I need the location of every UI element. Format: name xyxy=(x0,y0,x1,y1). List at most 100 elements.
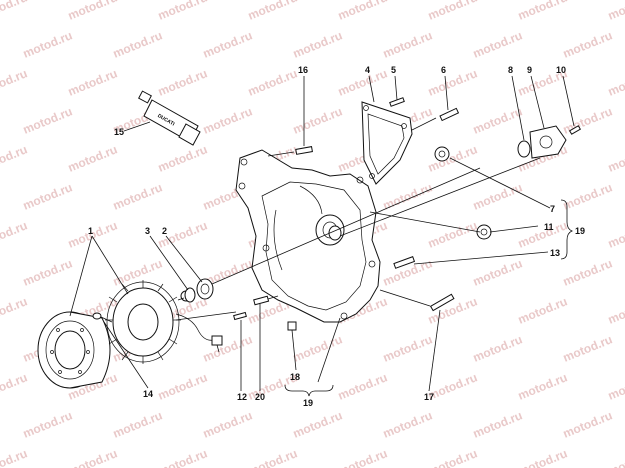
callout-8: 8 xyxy=(508,65,513,75)
watermark-text: motod.ru xyxy=(0,218,29,250)
watermark-text: motod.ru xyxy=(66,66,119,98)
watermark-text: motod.ru xyxy=(336,446,389,468)
watermark-text: motod.ru xyxy=(471,408,524,440)
watermark-text: motod.ru xyxy=(426,0,479,23)
watermark-text: motod.ru xyxy=(156,0,209,23)
watermark-text: motod.ru xyxy=(246,0,299,23)
watermark-text: motod.ru xyxy=(0,370,29,402)
watermark-text: motod.ru xyxy=(21,104,74,136)
watermark-text: motod.ru xyxy=(111,256,164,288)
watermark-text: motod.ru xyxy=(0,66,29,98)
callout-labels: 1 2 3 4 5 6 7 8 9 10 11 12 13 14 15 16 1… xyxy=(88,65,585,408)
callout-12: 12 xyxy=(237,392,247,402)
watermark-text: motod.ru xyxy=(66,446,119,468)
plate-part-4 xyxy=(361,101,413,185)
callout-20: 20 xyxy=(255,392,265,402)
callout-10: 10 xyxy=(556,65,566,75)
watermark-text: motod.ru xyxy=(0,142,29,174)
watermark-text: motod.ru xyxy=(66,0,119,23)
watermark-text: motod.ru xyxy=(21,180,74,212)
bracket-19-right xyxy=(560,199,574,260)
watermark-text: motod.ru xyxy=(156,142,209,174)
watermark-text: motod.ru xyxy=(291,28,344,60)
watermark-text: motod.ru xyxy=(561,256,614,288)
watermark-text: motod.ru xyxy=(336,370,389,402)
screw-part-16 xyxy=(267,146,313,157)
watermark-text: motod.ru xyxy=(0,0,29,23)
callout-9: 9 xyxy=(527,65,532,75)
callout-4: 4 xyxy=(365,65,370,75)
watermark-text: motod.ru xyxy=(66,142,119,174)
watermark-text: motod.ru xyxy=(381,180,434,212)
watermark-text: motod.ru xyxy=(111,180,164,212)
watermark-text: motod.ru xyxy=(606,294,625,326)
watermark-text: motod.ru xyxy=(381,28,434,60)
watermark-text: motod.ru xyxy=(471,180,524,212)
watermark-text: motod.ru xyxy=(201,332,254,364)
watermark-text: motod.ru xyxy=(381,408,434,440)
watermark-text: motod.ru xyxy=(606,370,625,402)
screw-part-5 xyxy=(389,97,405,107)
watermark-text: motod.ru xyxy=(561,28,614,60)
watermark-text: motod.ru xyxy=(606,66,625,98)
watermark-text: motod.ru xyxy=(156,446,209,468)
watermark-text: motod.ru xyxy=(0,446,29,468)
watermark-text: motod.ru xyxy=(201,104,254,136)
leader-lines xyxy=(69,75,575,392)
sealant-tube-part-15: DUCATI xyxy=(138,90,201,146)
screw-part-10 xyxy=(568,125,582,135)
watermark-text: motod.ru xyxy=(156,66,209,98)
watermark-text: motod.ru xyxy=(606,0,625,23)
screw-part-13 xyxy=(393,256,416,269)
callout-15: 15 xyxy=(114,127,124,137)
watermark-text: motod.ru xyxy=(471,256,524,288)
bearing-part-2 xyxy=(196,278,214,300)
watermark-text: motod.ru xyxy=(111,28,164,60)
callout-1: 1 xyxy=(88,226,93,236)
watermark-text: motod.ru xyxy=(426,66,479,98)
seal-part-3 xyxy=(184,287,196,303)
watermark-text: motod.ru xyxy=(336,0,389,23)
callout-3: 3 xyxy=(145,226,150,236)
watermark-text: motod.ru xyxy=(516,446,569,468)
callout-19-bottom: 19 xyxy=(303,398,313,408)
watermark-text: motod.ru xyxy=(561,180,614,212)
watermark-text: motod.ru xyxy=(21,28,74,60)
cover-housing xyxy=(235,149,381,323)
rotor-part-1 xyxy=(37,311,111,389)
watermark-text: motod.ru xyxy=(606,142,625,174)
watermark-text: motod.ru xyxy=(21,408,74,440)
watermark-text: motod.ru xyxy=(336,66,389,98)
watermark-text: motod.ru xyxy=(516,218,569,250)
watermark-text: motod.ru xyxy=(471,104,524,136)
callout-13: 13 xyxy=(550,248,560,258)
watermark-text: motod.ru xyxy=(381,332,434,364)
callout-7: 7 xyxy=(550,204,555,214)
watermark-text: motod.ru xyxy=(0,294,29,326)
watermark-text: motod.ru xyxy=(246,66,299,98)
watermark-text: motod.ru xyxy=(516,294,569,326)
callout-18: 18 xyxy=(290,372,300,382)
watermark-text: motod.ru xyxy=(561,332,614,364)
watermark-text: motod.ru xyxy=(471,332,524,364)
watermark-text: motod.ru xyxy=(246,446,299,468)
watermark-text: motod.ru xyxy=(111,408,164,440)
watermark-text: motod.ru xyxy=(291,332,344,364)
watermark-text: motod.ru xyxy=(606,446,625,468)
callout-11: 11 xyxy=(544,222,554,232)
callout-5: 5 xyxy=(391,65,396,75)
watermark-text: motod.ru xyxy=(516,0,569,23)
flange-part-9 xyxy=(529,125,567,159)
watermark-text: motod.ru xyxy=(156,370,209,402)
watermark-text: motod.ru xyxy=(471,28,524,60)
watermark-text: motod.ru xyxy=(426,218,479,250)
watermark-text: motod.ru xyxy=(21,256,74,288)
dowel-part-18 xyxy=(287,321,297,331)
screw-part-6 xyxy=(411,107,460,131)
watermark-text: motod.ru xyxy=(291,104,344,136)
watermark-text: motod.ru xyxy=(606,218,625,250)
callout-19-right: 19 xyxy=(575,226,585,236)
watermark-text: motod.ru xyxy=(291,408,344,440)
screw-part-14 xyxy=(92,312,113,323)
